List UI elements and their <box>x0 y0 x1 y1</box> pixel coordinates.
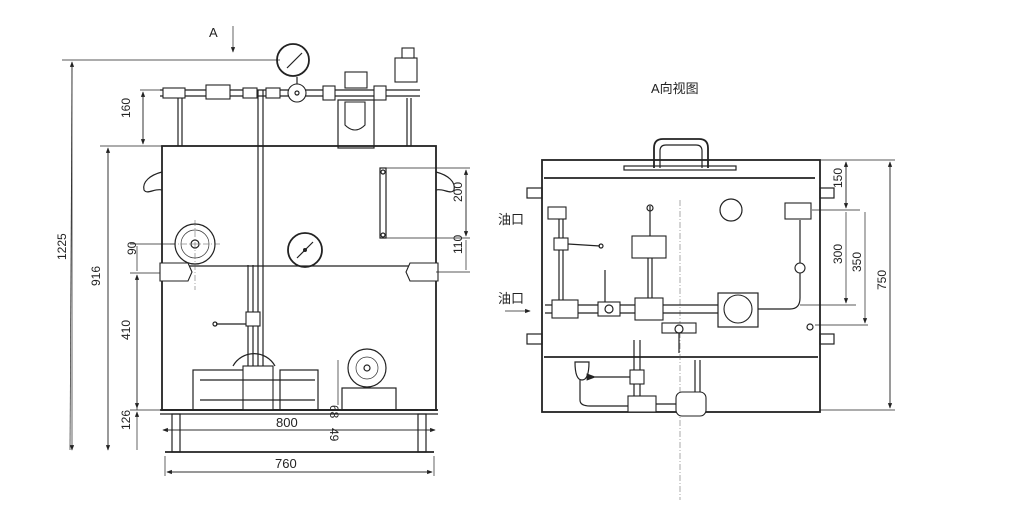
bracket-left <box>159 262 193 282</box>
dim-foot-width: 760 <box>275 456 297 471</box>
base-leg-right <box>417 413 427 453</box>
base-leg-left <box>171 413 181 453</box>
pressure-gauge <box>276 43 310 77</box>
oil-port-label-2: 油口 <box>498 291 524 306</box>
dim-motor-a: 68 <box>327 405 341 419</box>
pump-frame-right <box>279 369 319 411</box>
side-pump <box>675 391 707 417</box>
valve-handle-body <box>245 311 261 327</box>
cross-fitting <box>634 297 664 321</box>
pump-body <box>242 365 274 411</box>
dim-300: 300 <box>831 244 845 264</box>
tank-gauge <box>287 232 323 268</box>
dim-lower-section: 410 <box>119 320 133 340</box>
bracket-right <box>405 262 439 282</box>
solenoid-valve <box>394 57 418 83</box>
dim-overall-side: 750 <box>875 270 889 290</box>
side-view-title: A向视图 <box>651 81 699 96</box>
strainer <box>574 361 590 381</box>
dim-top-offset: 150 <box>831 168 845 188</box>
filter-top <box>344 71 368 89</box>
dim-overall-height: 1225 <box>55 233 69 260</box>
handle <box>653 138 709 168</box>
filter-bowl <box>344 101 366 131</box>
tee-fitting <box>287 83 307 103</box>
motor <box>347 348 387 388</box>
dim-sight-glass: 200 <box>451 182 465 202</box>
dim-base-height: 126 <box>119 410 133 430</box>
side-valve-top <box>784 202 812 220</box>
dim-tank-height: 916 <box>89 266 103 286</box>
lifting-lug-right <box>435 171 455 193</box>
side-port-cap <box>719 198 743 222</box>
dim-motor-b: 49 <box>327 428 341 442</box>
side-view: A向视图 油口 油口 <box>498 81 895 500</box>
dim-glass-offset: 110 <box>451 235 465 254</box>
check-valve <box>205 84 231 100</box>
view-marker-a: A <box>209 25 218 40</box>
side-tank <box>541 159 821 413</box>
motor-base <box>341 387 397 411</box>
sight-glass <box>379 167 387 239</box>
oil-port-label-1: 油口 <box>498 212 524 227</box>
directional-valve <box>631 235 667 259</box>
front-view: A <box>55 25 470 476</box>
flow-valve <box>597 301 621 317</box>
dim-350: 350 <box>850 252 864 272</box>
dim-pipe-height: 160 <box>119 98 133 118</box>
lifting-lug-left <box>143 171 163 193</box>
side-filter <box>717 292 759 328</box>
dim-port-offset: 90 <box>125 241 139 255</box>
pump-frame-left <box>192 369 248 411</box>
dim-base-width: 800 <box>276 415 298 430</box>
lower-valve <box>627 395 657 413</box>
